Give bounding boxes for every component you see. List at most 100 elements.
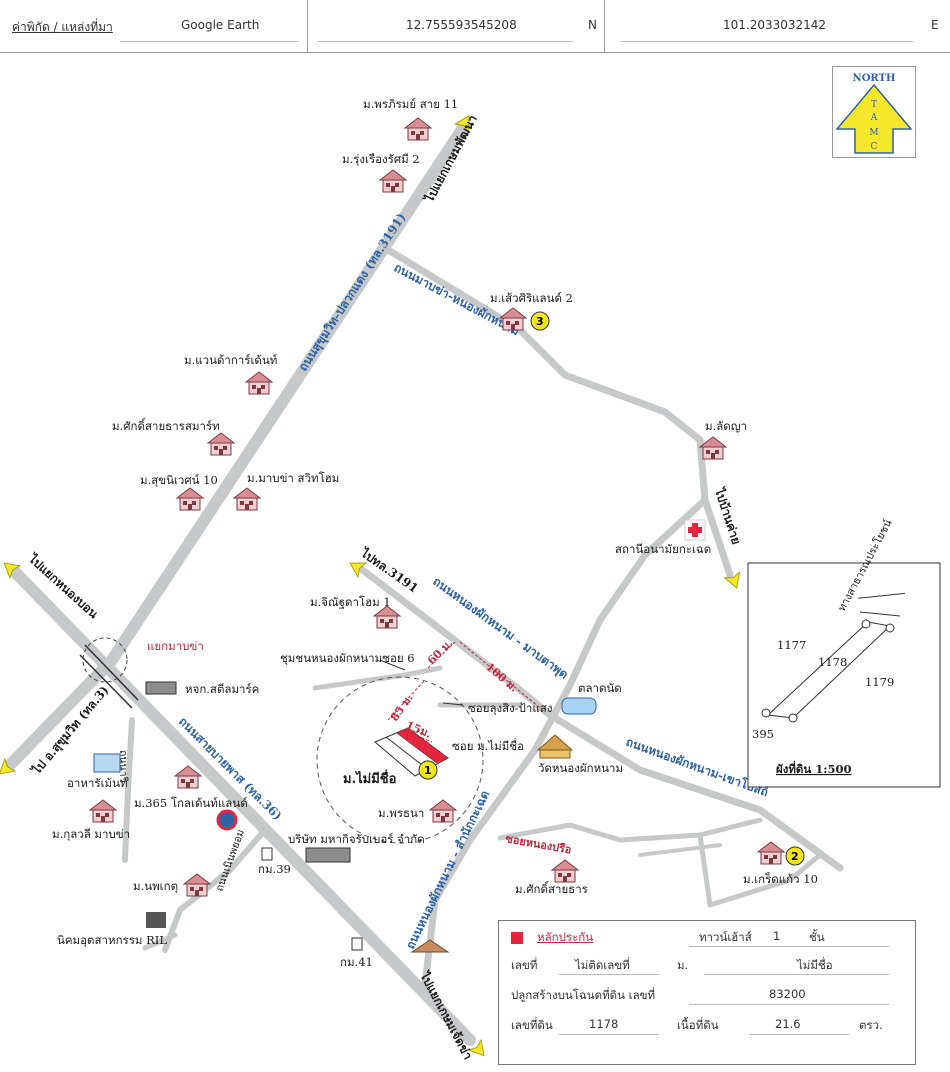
plot-lot-1178: 1178 [818, 655, 847, 669]
market-icon [561, 697, 597, 715]
road-nongphaknam-maptaphut [356, 564, 844, 872]
shelter-icon [410, 939, 450, 953]
place-maapkha-junction: แยกมาบข่า [147, 639, 204, 653]
place-pornthana: ม.พรธนา [378, 799, 457, 823]
maapkha-junction-circle [82, 637, 128, 683]
place-label: กม.39 [258, 862, 291, 876]
deed-label: ปลูกสร้างบนโฉนดที่ดิน เลขที่ [511, 988, 656, 1002]
place-365-golden-land: ม.365 โกลเด้นท์แลนด์ [134, 765, 248, 810]
land-no-label: เลขที่ดิน [511, 1018, 553, 1032]
header-cell-latitude: 12.755593545208 N [308, 0, 605, 52]
place-label: บริษัท มหากิจรับเบอร์ จำกัด [288, 832, 425, 846]
subject-property: 1 ม.ไม่มีชื่อ ซอย ม.ไม่มีชื่อ ซอยลุงสิง-… [316, 676, 552, 844]
place-km41: กม.41 [340, 937, 450, 969]
place-food: อาหารัเม้นท์ [67, 753, 128, 790]
marker-1-label: 1 [424, 764, 432, 777]
source-value: Google Earth [181, 18, 260, 32]
legend-label: หลักประกัน [537, 930, 594, 944]
house-no-label: เลขที่ [511, 958, 538, 972]
place-label: หจก.สตีลมาร์ค [185, 682, 259, 696]
marker-2-label: 2 [791, 850, 799, 863]
factory-icon [145, 681, 177, 695]
north-letter-m: M [869, 128, 878, 138]
distance-100m: 100 ม. [483, 660, 520, 694]
subject-name: ม.ไม่มีชื่อ [343, 769, 396, 787]
header-cell-longitude: 101.2033032142 E [605, 0, 950, 52]
km-post-icon [351, 937, 363, 951]
subject-soi-label: ซอย ม.ไม่มีชื่อ [452, 738, 524, 753]
north-letter-a: A [870, 113, 878, 123]
place-label: แยกมาบข่า [147, 639, 204, 653]
longitude-direction: E [931, 18, 939, 32]
village-label: ม. [677, 958, 689, 972]
junction-bridge-line-2 [79, 654, 133, 709]
place-suknivet-10: ม.สุขนิเวศน์ 10 [140, 473, 218, 511]
coordinate-label: ค่าพิกัด / แหล่งที่มา [12, 20, 113, 34]
place-label: ม.สุขนิเวศน์ 10 [140, 473, 218, 487]
place-label: อาหารัเม้นท์ [67, 776, 128, 790]
plot-diagram-frame [747, 562, 941, 788]
road-spur-east [638, 843, 722, 857]
place-label: ม.นพเกตุ [133, 879, 178, 893]
house-icon [176, 487, 204, 511]
place-kulwali: ม.กุลวลี มาบข่า [52, 799, 238, 841]
north-letter-t: T [871, 100, 877, 110]
plot-lot-1177: 1177 [777, 638, 806, 652]
road-soi-nongprue [497, 817, 763, 843]
road-short-spur [142, 932, 178, 951]
north-arrow-icon: NORTH T A M C [835, 73, 913, 154]
header-cell-source: ค่าพิกัด / แหล่งที่มา Google Earth [0, 0, 308, 52]
house-icon [207, 432, 235, 456]
road-nongphaknam-kachet [421, 496, 709, 989]
plot-caption: ผังที่ดิน 1:500 [776, 760, 852, 776]
house-icon [551, 859, 579, 883]
house-icon [499, 307, 527, 331]
longitude-value: 101.2033032142 [723, 18, 827, 32]
road-loop-east [697, 832, 823, 908]
house-icon [174, 765, 202, 789]
property-info-box: หลักประกัน ทาวน์เฮ้าส์ 1 ชั้น เลขที่ ไม่… [498, 920, 916, 1065]
area-unit: ตรว. [859, 1018, 883, 1032]
place-label: ม.พรภิรมย์ สาย 11 [363, 97, 458, 111]
place-label: ตลาดนัด [578, 681, 622, 695]
place-noppaket: ม.นพเกตุ [133, 873, 211, 897]
house-icon [699, 436, 727, 460]
marker-1-icon [418, 760, 438, 780]
north-label: NORTH [853, 73, 896, 84]
north-arrow-box: NORTH T A M C [832, 66, 916, 158]
info-row-legend: หลักประกัน ทาวน์เฮ้าส์ 1 ชั้น [499, 923, 915, 949]
info-row-house: เลขที่ ไม่ติดเลขที่ ม. ไม่มีชื่อ [499, 951, 915, 977]
info-row-deed: ปลูกสร้างบนโฉนดที่ดิน เลขที่ 83200 [499, 981, 915, 1007]
soi-lungsing-label: ซอยลุงสิง-ป้าแสง [468, 701, 552, 715]
village-value: ไม่มีชื่อ [797, 958, 833, 972]
place-label: ม.รุ่งเรืองรัศมี 2 [342, 152, 420, 166]
pointer-arrow-icon [442, 702, 464, 706]
house-icon [404, 117, 432, 141]
place-label: กม.41 [340, 955, 373, 969]
house-icon [245, 371, 273, 395]
place-km39: กม.39 [258, 847, 291, 876]
place-maapkha-swisshome: ม.มาบข่า สวิทโฮม [233, 471, 339, 511]
location-map: ถนนสุขุมวิท-ปลวกแดง (ทล.3191) ถนนมาบข่า-… [0, 97, 941, 1062]
place-pornpirom: ม.พรภิรมย์ สาย 11 [363, 97, 458, 141]
place-label: วัดหนองผักหนาม [538, 761, 623, 775]
place-label: ม.พรธนา [378, 806, 424, 820]
plot-diagram: ทางสาธารณประโยชน์ 1177 1178 1179 395 ผัง… [747, 517, 941, 788]
place-mahakit-rubber: บริษัท มหากิจรับเบอร์ จำกัด [288, 832, 425, 863]
place-label: ม.แวนด้าการ์เด้นท์ [184, 353, 277, 367]
place-label: ม.จิณัฐดาโฮม 1 [310, 595, 391, 609]
land-no-value: 1178 [589, 1017, 619, 1031]
floor-count: 1 [773, 929, 781, 943]
place-label: ม.เส้วศิริแลนด์ 2 [490, 291, 573, 305]
industrial-icon [146, 912, 166, 928]
place-ril-estate: นิคมอุตสาหกรรม RIL [57, 912, 167, 947]
house-icon [89, 799, 117, 823]
collateral-swatch [511, 932, 523, 944]
place-label: ม.กุลวลี มาบข่า [52, 827, 130, 841]
factory-icon [305, 847, 351, 863]
place-saksaithan-smart: ม.ศักดิ์สายธารสมาร์ท [112, 417, 235, 456]
house-icon [757, 841, 785, 865]
place-rungrueang: ม.รุ่งเรืองรัศมี 2 [342, 152, 420, 193]
pointer-arrow-icon [379, 659, 406, 671]
area-value: 21.6 [775, 1017, 801, 1031]
